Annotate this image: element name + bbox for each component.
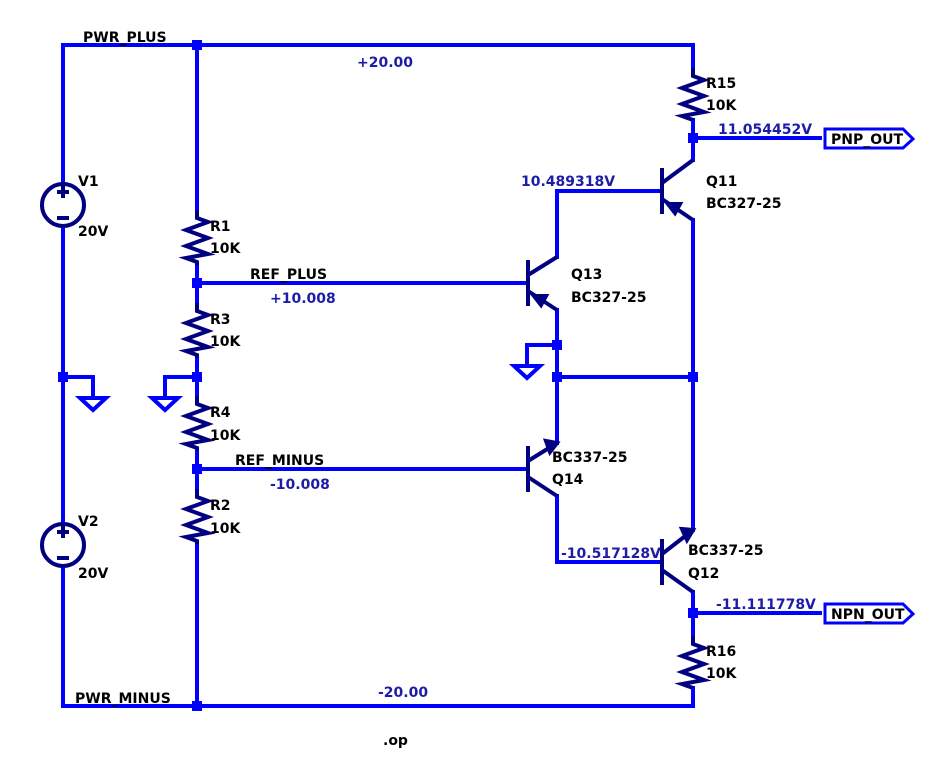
- label-v1-name: V1: [78, 174, 99, 190]
- label-r16-value: 10K: [706, 666, 737, 682]
- label-r4-name: R4: [210, 405, 231, 421]
- port-npn-out-label: NPN_OUT: [831, 607, 905, 623]
- label-r4-value: 10K: [210, 428, 241, 444]
- voltage-ref-minus: -10.008: [270, 477, 330, 493]
- label-r3-name: R3: [210, 312, 231, 328]
- voltage-pwr-plus: +20.00: [357, 55, 413, 71]
- label-q14-name: Q14: [552, 472, 584, 488]
- transistor-q13[interactable]: [526, 255, 559, 312]
- net-label-ref-plus: REF_PLUS: [250, 267, 327, 283]
- voltage-pnp-out: 11.054452V: [718, 122, 812, 138]
- resistor-r16[interactable]: [674, 636, 712, 690]
- voltage-q13-collector: 10.489318V: [521, 174, 615, 190]
- voltage-q14-collector: -10.517128V: [561, 546, 661, 562]
- wires: [61, 43, 822, 708]
- transistor-q11[interactable]: [660, 158, 695, 222]
- label-v2-name: V2: [78, 514, 99, 530]
- resistor-r3[interactable]: [178, 303, 216, 358]
- label-r15-name: R15: [706, 76, 736, 92]
- ground-symbol: [74, 396, 112, 413]
- net-label-ref-minus: REF_MINUS: [235, 453, 324, 469]
- label-r1-name: R1: [210, 219, 231, 235]
- label-r2-value: 10K: [210, 521, 241, 537]
- ground-symbol: [146, 396, 184, 413]
- voltage-source-v1[interactable]: [40, 182, 86, 228]
- port-npn-out[interactable]: NPN_OUT: [823, 602, 916, 625]
- label-r2-name: R2: [210, 498, 231, 514]
- transistor-q14[interactable]: [526, 438, 561, 498]
- label-v2-value: 20V: [78, 566, 108, 582]
- port-pnp-out-label: PNP_OUT: [831, 132, 904, 148]
- label-v1-value: 20V: [78, 224, 108, 240]
- label-q12-name: Q12: [688, 566, 719, 582]
- net-label-pwr-plus: PWR_PLUS: [83, 30, 167, 46]
- label-q13-name: Q13: [571, 267, 602, 283]
- net-label-pwr-minus: PWR_MINUS: [75, 691, 171, 707]
- label-r3-value: 10K: [210, 334, 241, 350]
- label-r16-name: R16: [706, 644, 736, 660]
- junctions: [58, 40, 698, 711]
- resistor-r1[interactable]: [178, 210, 216, 265]
- spice-directive[interactable]: .op: [383, 733, 408, 749]
- label-q12-model: BC337-25: [688, 543, 763, 559]
- voltage-ref-plus: +10.008: [270, 291, 336, 307]
- transistor-q12[interactable]: [660, 526, 697, 594]
- voltage-npn-out: -11.111778V: [716, 597, 816, 613]
- label-r1-value: 10K: [210, 241, 241, 257]
- resistor-r4[interactable]: [178, 396, 216, 451]
- resistor-r15[interactable]: [674, 68, 712, 122]
- voltage-source-v2[interactable]: [40, 522, 86, 568]
- label-q14-model: BC337-25: [552, 450, 627, 466]
- resistor-r2[interactable]: [178, 489, 216, 544]
- voltage-pwr-minus: -20.00: [378, 685, 428, 701]
- port-pnp-out[interactable]: PNP_OUT: [823, 127, 916, 150]
- label-r15-value: 10K: [706, 98, 737, 114]
- label-q13-model: BC327-25: [571, 290, 646, 306]
- label-q11-name: Q11: [706, 174, 737, 190]
- label-q11-model: BC327-25: [706, 196, 781, 212]
- ground-symbol: [508, 364, 546, 381]
